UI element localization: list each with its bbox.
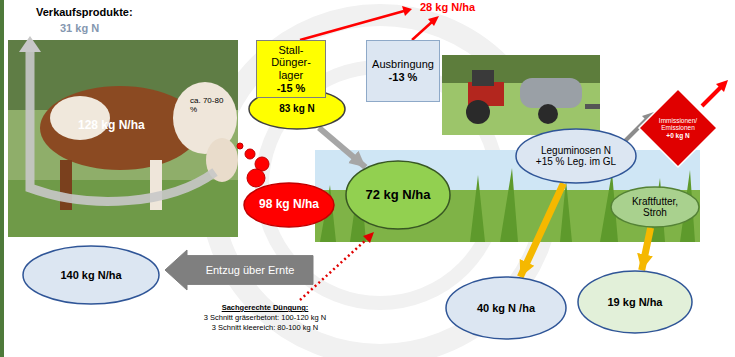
tractor-photo — [442, 55, 600, 135]
node-text-holder: Ausbringung-13 % — [370, 40, 437, 102]
node-text-holder: Stall-Dünger-lager-15 % — [260, 40, 323, 98]
value-ellipse: 40 kg N /ha — [445, 276, 567, 340]
node-text: 83 kg N — [279, 103, 315, 115]
value-ellipse: 19 kg N/ha — [577, 270, 693, 334]
node-text: 19 kg N/ha — [607, 296, 662, 309]
node-text: 140 kg N/ha — [60, 269, 121, 282]
flow-ellipse: 98 kg N/ha — [243, 182, 335, 228]
loss-arrow — [300, 11, 404, 40]
node-shape — [346, 161, 450, 229]
node-text-holder: Entzug über Ernte — [190, 250, 310, 290]
value-label: 31 kg N — [60, 22, 99, 35]
side-stripe — [0, 0, 4, 357]
fertilisation-pointer-head — [363, 232, 374, 243]
node-shape — [639, 89, 717, 167]
node-text: +0 kg N — [666, 132, 689, 139]
node-text: Leguminosen N — [541, 145, 611, 157]
cow-photo — [8, 40, 256, 237]
node-text-holder: Immissionen/ Emissionen+0 kg N — [654, 88, 702, 168]
input-ellipse: Kraftfutter, Stroh — [610, 186, 700, 228]
node-text: 98 kg N/ha — [259, 198, 319, 212]
harvest-arrow: Entzug über Ernte — [165, 250, 313, 290]
grass-photo — [315, 150, 700, 242]
node-shape — [165, 250, 313, 290]
node-text-holder: 72 kg N/ha — [358, 160, 439, 230]
loss-box: Stall-Dünger-lager-15 % — [256, 40, 326, 98]
node-shape — [578, 271, 692, 333]
node-shape — [244, 183, 334, 227]
node-text: 40 kg N /ha — [477, 302, 535, 315]
node-text: 72 kg N/ha — [365, 188, 430, 203]
node-text-holder: 19 kg N/ha — [591, 270, 679, 334]
note-line: 3 Schnitt kleereich: 80-100 kg N — [190, 324, 340, 333]
node-shape — [23, 246, 159, 304]
node-shape — [516, 129, 636, 183]
heading-label: Verkaufsprodukte: — [36, 6, 133, 19]
emission-arrow — [702, 86, 722, 106]
node-shape — [257, 41, 326, 98]
node-text: -15 % — [277, 82, 306, 95]
value-ellipse: 140 kg N/ha — [22, 245, 160, 305]
node-text: Kraftfutter, Stroh — [621, 196, 689, 219]
node-shape — [446, 277, 566, 339]
flow-arrow — [319, 128, 366, 168]
node-text: -13 % — [389, 71, 418, 84]
loss-arrow-head — [402, 6, 412, 16]
node-text: +15 % Leg. im GL — [536, 156, 616, 168]
node-text: Immissionen/ Emissionen — [654, 117, 702, 132]
node-text-holder: 98 kg N/ha — [254, 182, 324, 228]
node-shape — [367, 41, 440, 102]
product-loop-arrow — [30, 50, 215, 201]
loss-arrow — [412, 21, 433, 40]
product-loop-head — [19, 36, 41, 52]
node-text-holder: Kraftfutter, Stroh — [621, 186, 689, 228]
loss-box: Ausbringung-13 % — [366, 40, 440, 102]
share-label: ca. 70-80 % — [190, 96, 228, 114]
soil-ellipse: 72 kg N/ha — [345, 160, 451, 230]
node-text: Stall-Dünger-lager — [260, 44, 323, 82]
node-text-holder: Leguminosen N+15 % Leg. im GL — [530, 128, 623, 184]
loss-arrow-head — [428, 16, 439, 26]
node-shape — [611, 187, 699, 227]
loss-total: 28 kg N/ha — [420, 1, 475, 14]
excretion-bubbles — [237, 143, 269, 187]
value-label: 128 kg N/ha — [78, 119, 145, 133]
node-text-holder: 40 kg N /ha — [460, 276, 553, 340]
flow-arrow — [520, 183, 563, 277]
note-heading: Sachgerechte Düngung: — [190, 304, 340, 313]
flow-arrow — [642, 228, 651, 270]
note-line: 3 Schnitt gräserbetont: 100-120 kg N — [190, 314, 340, 323]
node-text: Entzug über Ernte — [206, 264, 295, 277]
node-text-holder: 140 kg N/ha — [39, 245, 144, 305]
node-text: Ausbringung — [372, 58, 434, 71]
emission-arrow-head — [716, 80, 728, 92]
emission-diamond: Immissionen/ Emissionen+0 kg N — [638, 88, 718, 168]
input-ellipse: Leguminosen N+15 % Leg. im GL — [515, 128, 637, 184]
